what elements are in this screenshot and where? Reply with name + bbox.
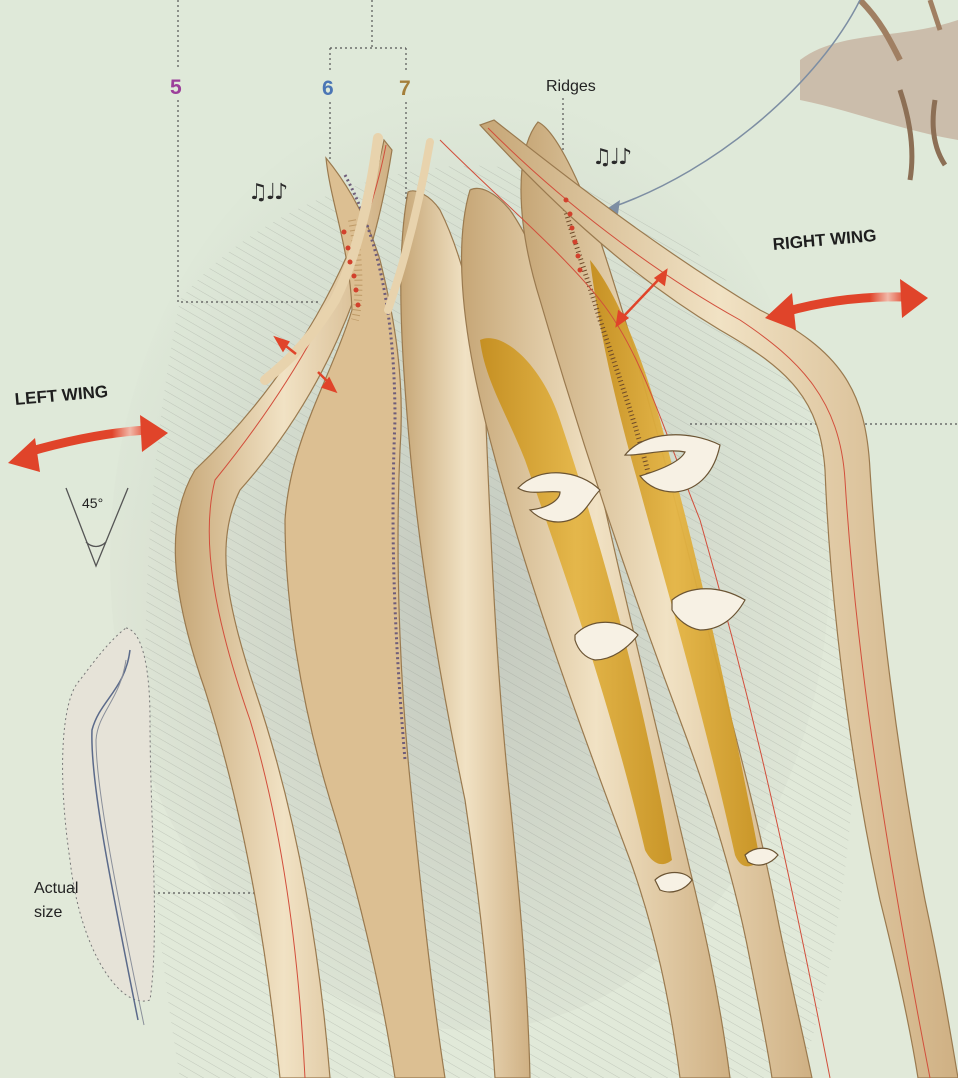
- feather-7-label: 7: [399, 77, 411, 101]
- actual-size-label-2: size: [34, 904, 62, 922]
- feather-6-label: 6: [322, 77, 334, 101]
- angle-label: 45°: [82, 495, 103, 511]
- music-notes-icon: ♫♩♪: [592, 145, 630, 170]
- music-notes-icon: ♫♩♪: [248, 180, 286, 205]
- ridges-label: Ridges: [546, 78, 596, 96]
- actual-size-label: Actual: [34, 880, 78, 898]
- feather-5-label: 5: [170, 76, 182, 100]
